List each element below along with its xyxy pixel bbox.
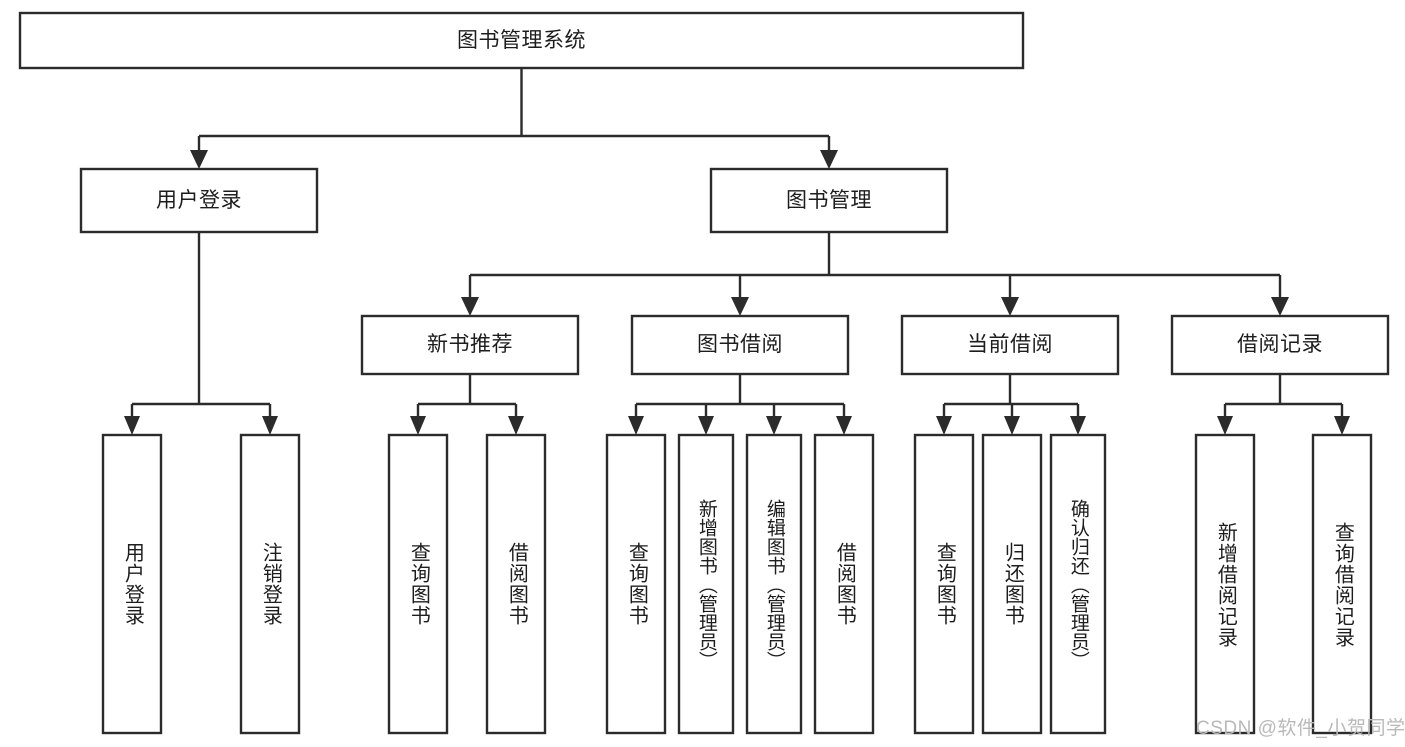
arrow-head-leaf-confirm-return [1070,416,1086,435]
node-leaf-return-book[interactable] [981,433,1043,735]
arrow-head-leaf-logout [262,416,278,435]
node-leaf-query-book-3[interactable] [913,433,975,735]
node-leaf-borrow-book-2[interactable] [813,433,875,735]
arrow-head-book-borrow [731,297,749,316]
node-leaf-add-book[interactable] [677,433,735,735]
node-leaf-logout[interactable] [239,433,301,735]
arrow-head-new-book-rec [461,297,479,316]
node-leaf-add-record[interactable] [1194,433,1256,735]
arrow-head-borrow-record [1271,297,1289,316]
arrow-head-leaf-query-record [1334,416,1350,435]
nodes-layer [18,11,1390,735]
arrow-head-leaf-return-book [1004,416,1020,435]
node-borrow-record[interactable] [1170,314,1390,376]
arrow-head-book-manage [820,150,838,169]
arrow-head-leaf-add-book [698,416,714,435]
arrow-head-user-login [190,150,208,169]
node-new-book-rec[interactable] [360,314,580,376]
node-root[interactable] [18,11,1025,70]
node-leaf-borrow-book-1[interactable] [485,433,547,735]
connectors-layer [124,68,1350,435]
arrow-head-leaf-edit-book [766,416,782,435]
node-leaf-edit-book[interactable] [745,433,803,735]
node-leaf-user-login[interactable] [101,433,163,735]
arrow-head-current-borrow [1001,297,1019,316]
node-user-login[interactable] [79,167,319,234]
node-leaf-query-book-2[interactable] [605,433,667,735]
arrow-head-leaf-add-record [1217,416,1233,435]
node-leaf-confirm-return[interactable] [1049,433,1107,735]
arrow-head-leaf-borrow-book-2 [836,416,852,435]
node-book-manage[interactable] [709,167,949,234]
arrow-head-leaf-borrow-book-1 [508,416,524,435]
node-leaf-query-book-1[interactable] [387,433,449,735]
arrow-head-leaf-query-book-1 [410,416,426,435]
arrow-head-leaf-user-login [124,416,140,435]
arrow-head-leaf-query-book-2 [628,416,644,435]
node-book-borrow[interactable] [630,314,850,376]
arrow-head-leaf-query-book-3 [936,416,952,435]
node-current-borrow[interactable] [900,314,1120,376]
node-leaf-query-record[interactable] [1311,433,1373,735]
